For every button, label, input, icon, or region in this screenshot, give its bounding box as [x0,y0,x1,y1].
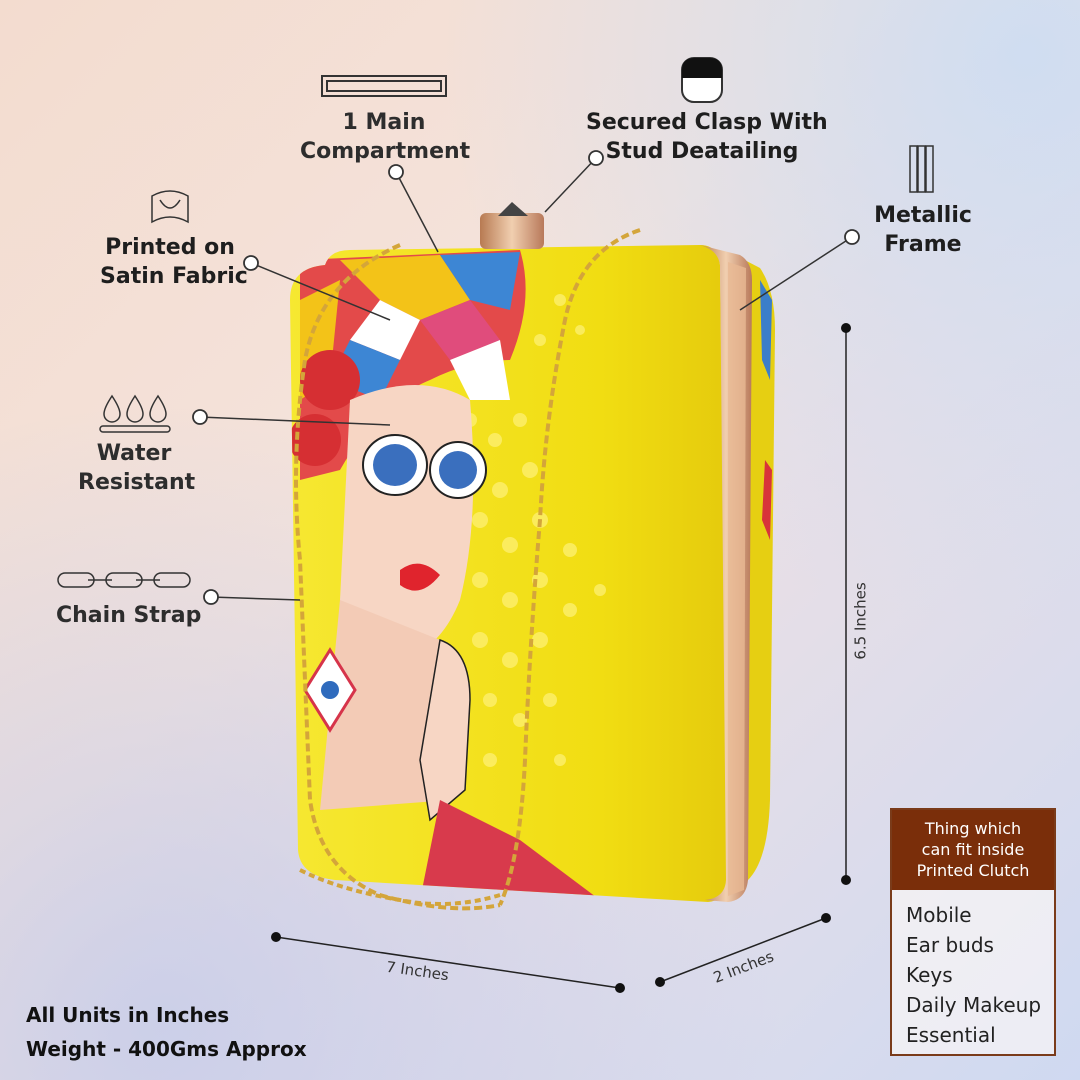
height-dimension: 6.5 Inches [851,582,870,660]
water-label-line1: Water [96,441,172,466]
fabric-icon [151,190,189,224]
fit-box-title: Thing which can fit inside Printed Clutc… [892,810,1054,890]
compartment-label-line1: 1 Main [342,110,426,135]
frame-label: Metallic Frame [868,201,978,259]
clasp-label: Secured Clasp With Stud Deatailing [586,108,828,166]
list-item: Essential [906,1023,996,1047]
clasp-label-line2: Stud Deatailing [605,139,799,164]
units-note: All Units in Inches [26,1003,230,1027]
clasp-label-line1: Secured Clasp With [586,110,828,135]
frame-icon [909,145,934,193]
water-drops-icon [99,394,171,433]
clutch-front-print [290,245,728,902]
list-item: Mobile [906,903,972,927]
fit-box-title-line1: Thing which [924,819,1022,838]
fabric-label: Printed on Satin Fabric [100,233,248,291]
weight-note: Weight - 400Gms Approx [26,1037,307,1061]
chain-strap [294,228,641,911]
clasp-stud [480,213,544,249]
compartment-label: 1 Main Compartment [300,108,471,166]
compartment-label-line2: Compartment [300,139,471,164]
frame-label-line2: Frame [884,232,962,257]
chain-icon [57,572,191,588]
frame-label-line1: Metallic [874,203,972,228]
fit-inside-box: Thing which can fit inside Printed Clutc… [890,808,1056,1056]
list-item: Keys [906,963,953,987]
fit-box-title-line3: Printed Clutch [916,861,1030,880]
fit-box-list: Mobile Ear buds Keys Daily Makeup Essent… [892,890,1054,1050]
fabric-label-line1: Printed on [105,235,235,260]
fit-box-title-line2: can fit inside [921,840,1025,859]
water-label: Water Resistant [78,439,196,497]
water-label-line2: Resistant [78,470,196,495]
fabric-label-line2: Satin Fabric [100,264,248,289]
compartment-icon [321,75,447,97]
chain-label: Chain Strap [56,603,202,628]
list-item: Daily Makeup [906,993,1042,1017]
list-item: Ear buds [906,933,994,957]
clasp-icon [681,57,723,103]
